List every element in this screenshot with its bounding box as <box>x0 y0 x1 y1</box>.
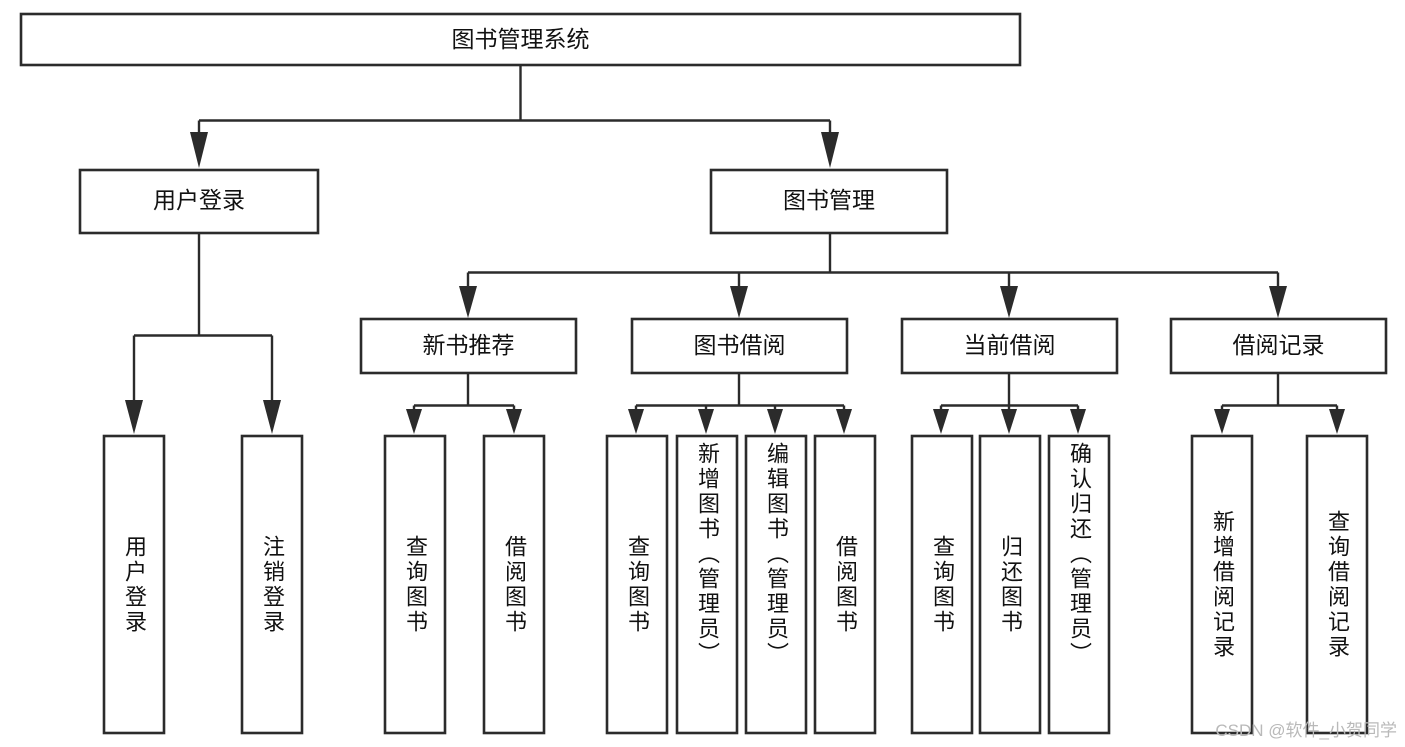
arrowhead-current-borrow <box>1000 286 1018 318</box>
arrowhead-newbook-leaf-2 <box>506 409 522 434</box>
arrowhead-currentborrow-leaf-3 <box>1070 409 1086 434</box>
arrowhead-new-book-recommend <box>459 286 477 318</box>
arrowhead-leaf-user-login <box>125 400 143 434</box>
node-box-user-login[interactable] <box>78 168 320 235</box>
node-box-leaf-borrow-query[interactable] <box>605 434 669 735</box>
node-box-leaf-record-add[interactable] <box>1190 434 1254 735</box>
node-box-leaf-record-query[interactable] <box>1305 434 1369 735</box>
node-box-leaf-user-login[interactable] <box>102 434 166 735</box>
arrowhead-book-manage <box>821 132 839 168</box>
node-label-root: 图书管理系统 <box>452 26 590 52</box>
node-label-user-login: 用户登录 <box>153 187 245 213</box>
arrowhead-newbook-leaf-1 <box>406 409 422 434</box>
arrowhead-currentborrow-leaf-2 <box>1001 409 1017 434</box>
node-box-leaf-newbook-borrow[interactable] <box>482 434 546 735</box>
connector-layer <box>125 65 1345 434</box>
node-box-leaf-borrow-lend[interactable] <box>813 434 877 735</box>
arrowhead-leaf-logout <box>263 400 281 434</box>
node-layer: 图书管理系统 用户登录 图书管理 新书推荐 图书借阅 当前借阅 借阅记录 <box>19 12 1388 735</box>
node-box-current-borrow[interactable] <box>900 317 1119 375</box>
node-box-leaf-borrow-add[interactable] <box>675 434 739 735</box>
node-box-root[interactable] <box>19 12 1022 67</box>
arrowhead-borrow-record <box>1269 286 1287 318</box>
arrowhead-borrowrecord-leaf-1 <box>1214 409 1230 434</box>
arrowhead-bookborrow-leaf-1 <box>628 409 644 434</box>
node-box-leaf-current-return[interactable] <box>978 434 1042 735</box>
node-label-current-borrow: 当前借阅 <box>964 332 1056 358</box>
node-box-book-manage[interactable] <box>709 168 949 235</box>
arrowhead-currentborrow-leaf-1 <box>933 409 949 434</box>
node-label-book-manage: 图书管理 <box>783 187 875 213</box>
node-box-borrow-record[interactable] <box>1169 317 1388 375</box>
arrowhead-bookborrow-leaf-2 <box>698 409 714 434</box>
node-label-borrow-record: 借阅记录 <box>1233 332 1325 358</box>
csdn-watermark: CSDN @软件_小贺同学 <box>1215 721 1397 740</box>
arrowhead-borrowrecord-leaf-2 <box>1329 409 1345 434</box>
arrowhead-bookborrow-leaf-4 <box>836 409 852 434</box>
node-box-new-book-recommend[interactable] <box>359 317 578 375</box>
node-box-leaf-logout[interactable] <box>240 434 304 735</box>
arrowhead-user-login <box>190 132 208 168</box>
arrowhead-book-borrow <box>730 286 748 318</box>
node-box-leaf-borrow-edit[interactable] <box>744 434 808 735</box>
node-box-leaf-newbook-query[interactable] <box>383 434 447 735</box>
arrowhead-bookborrow-leaf-3 <box>767 409 783 434</box>
node-box-leaf-current-query[interactable] <box>910 434 974 735</box>
node-label-book-borrow: 图书借阅 <box>694 332 786 358</box>
node-box-book-borrow[interactable] <box>630 317 849 375</box>
node-box-leaf-current-confirm[interactable] <box>1047 434 1111 735</box>
node-label-new-book-recommend: 新书推荐 <box>423 332 515 358</box>
